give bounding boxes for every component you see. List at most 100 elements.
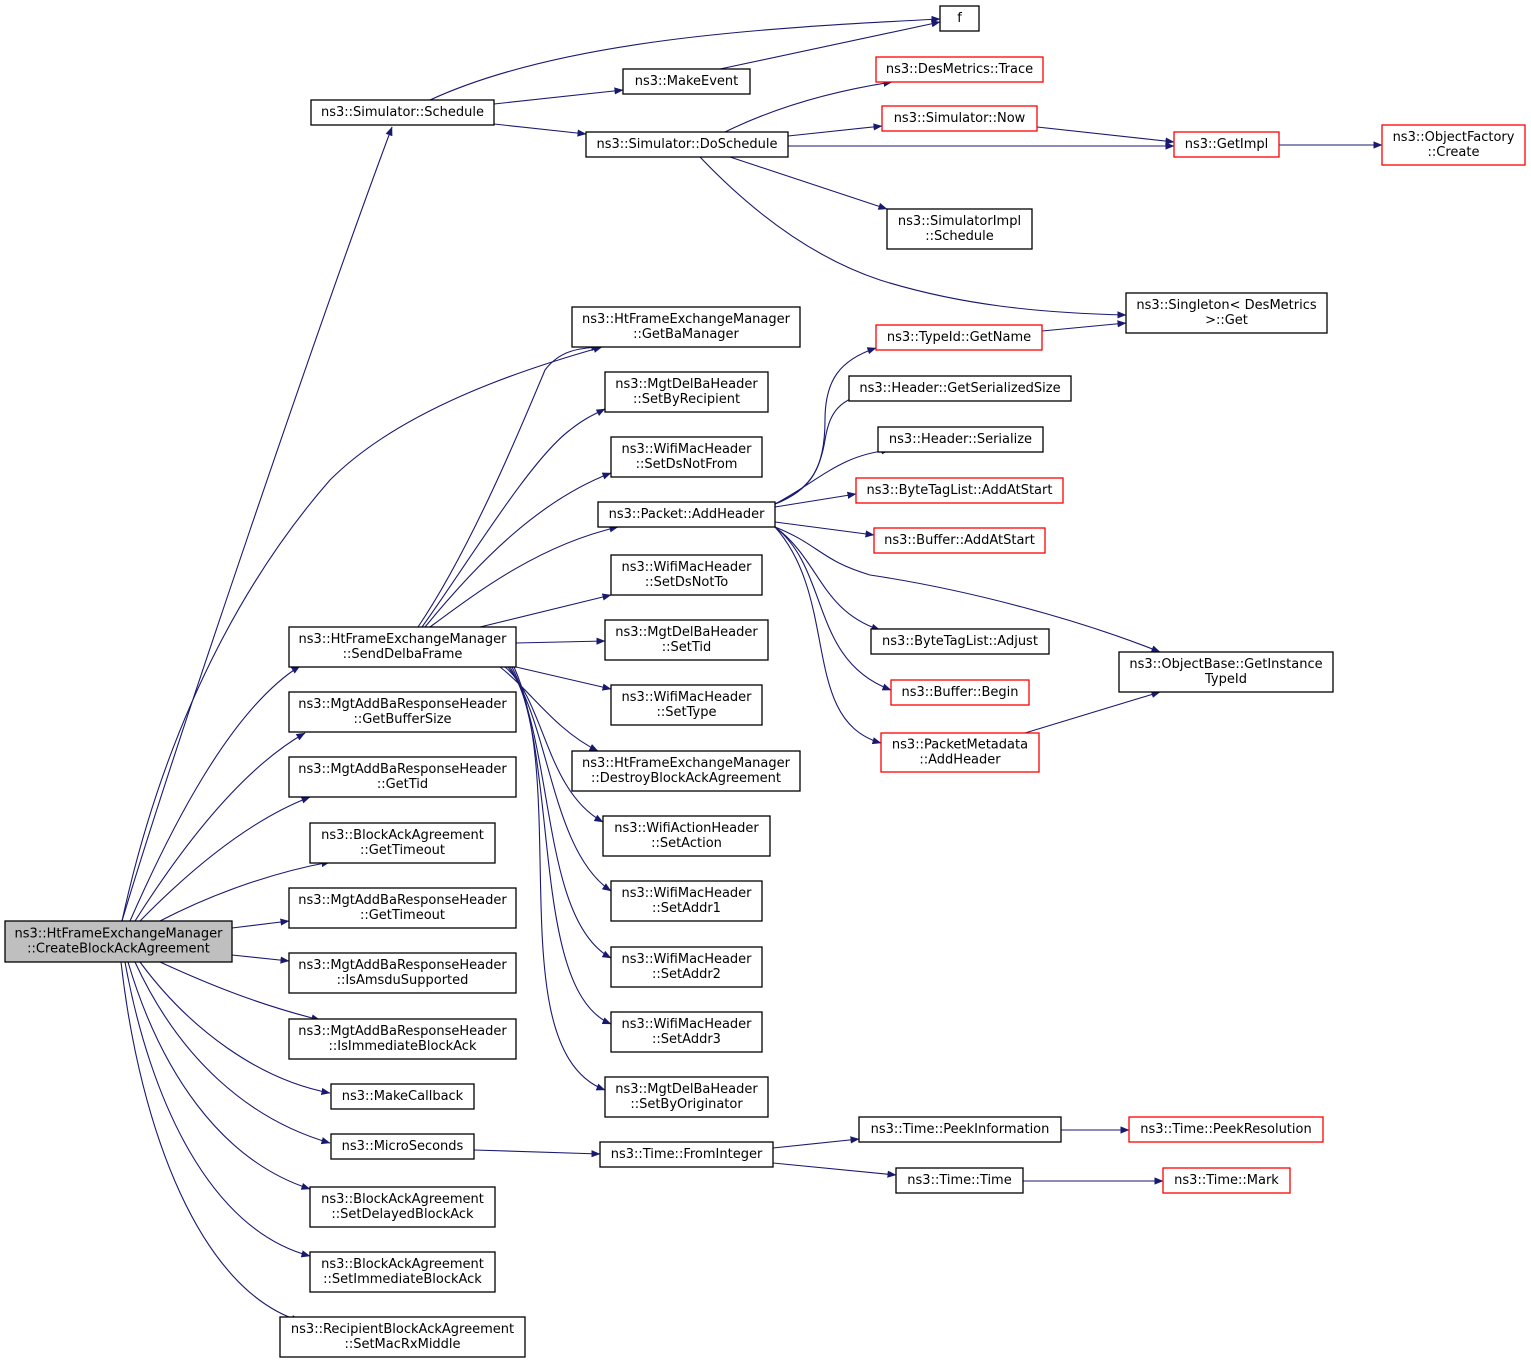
node-packet-addheader[interactable]: ns3::Packet::AddHeader: [597, 501, 776, 528]
node-is-immediate[interactable]: ns3::MgtAddBaResponseHeader::IsImmediate…: [288, 1018, 517, 1060]
edge-send-delba-to-set-ds-not-from: [424, 472, 612, 628]
node-set-by-recipient[interactable]: ns3::MgtDelBaHeader::SetByRecipient: [604, 371, 769, 413]
node-label-line: ::SetAddr2: [652, 967, 721, 982]
node-box: [610, 1011, 763, 1053]
edge-root-to-send-delba: [129, 665, 301, 922]
node-set-tid[interactable]: ns3::MgtDelBaHeader::SetTid: [604, 619, 769, 661]
node-make-callback[interactable]: ns3::MakeCallback: [330, 1083, 475, 1110]
node-make-event[interactable]: ns3::MakeEvent: [622, 68, 751, 95]
node-set-ds-not-from[interactable]: ns3::WifiMacHeader::SetDsNotFrom: [610, 436, 763, 478]
edge-sim-doschedule-to-singleton: [699, 156, 1127, 319]
node-from-integer[interactable]: ns3::Time::FromInteger: [599, 1141, 774, 1168]
edge-sim-doschedule-to-des-trace: [724, 79, 893, 133]
node-set-addr3[interactable]: ns3::WifiMacHeader::SetAddr3: [610, 1011, 763, 1053]
node-label-line: ns3::WifiMacHeader: [621, 690, 752, 705]
node-label-line: ns3::Time::Mark: [1174, 1173, 1279, 1188]
edge-pm-addheader-to-objbase-gettypeid: [1024, 691, 1161, 734]
node-pm-addheader[interactable]: ns3::PacketMetadata::AddHeader: [880, 732, 1040, 773]
node-peek-res[interactable]: ns3::Time::PeekResolution: [1128, 1116, 1324, 1143]
node-sim-now[interactable]: ns3::Simulator::Now: [881, 105, 1038, 132]
node-box: [610, 880, 763, 922]
node-label-line: ns3::ObjectBase::GetInstance: [1129, 657, 1322, 672]
node-label-line: ::SetByOriginator: [630, 1097, 743, 1112]
node-box: [880, 732, 1040, 773]
edge-root-to-resp-get-tid: [139, 796, 311, 922]
node-box: [848, 375, 1072, 402]
node-label-line: ::SetByRecipient: [633, 392, 740, 407]
node-label-line: ns3::MicroSeconds: [342, 1139, 464, 1154]
node-set-by-originator[interactable]: ns3::MgtDelBaHeader::SetByOriginator: [604, 1076, 769, 1118]
node-box: [1128, 1116, 1324, 1143]
node-label-line: ::Schedule: [925, 229, 994, 244]
node-box: [622, 68, 751, 95]
node-sim-schedule[interactable]: ns3::Simulator::Schedule: [310, 99, 495, 126]
node-resp-get-timeout[interactable]: ns3::MgtAddBaResponseHeader::GetTimeout: [288, 887, 517, 929]
node-get-buffer-size[interactable]: ns3::MgtAddBaResponseHeader::GetBufferSi…: [288, 691, 517, 733]
node-box: [330, 1083, 475, 1110]
node-box: [858, 1116, 1062, 1143]
node-sim-doschedule[interactable]: ns3::Simulator::DoSchedule: [585, 131, 789, 158]
node-label-line: ns3::Simulator::Schedule: [321, 105, 484, 120]
node-bytetag-adjust[interactable]: ns3::ByteTagList::Adjust: [870, 628, 1050, 655]
node-peek-info[interactable]: ns3::Time::PeekInformation: [858, 1116, 1062, 1143]
node-set-delayed[interactable]: ns3::BlockAckAgreement::SetDelayedBlockA…: [309, 1186, 496, 1228]
node-des-trace[interactable]: ns3::DesMetrics::Trace: [875, 56, 1044, 83]
node-root[interactable]: ns3::HtFrameExchangeManager::CreateBlock…: [4, 920, 233, 963]
node-microseconds[interactable]: ns3::MicroSeconds: [330, 1133, 475, 1160]
node-box: [873, 527, 1046, 554]
node-label-line: ::SetDsNotFrom: [636, 457, 738, 472]
node-set-immediate[interactable]: ns3::BlockAckAgreement::SetImmediateBloc…: [309, 1251, 496, 1293]
node-box: [310, 99, 495, 126]
node-label-line: ::SetAddr3: [652, 1032, 721, 1047]
node-set-action[interactable]: ns3::WifiActionHeader::SetAction: [602, 815, 771, 857]
node-header-getsersize[interactable]: ns3::Header::GetSerializedSize: [848, 375, 1072, 402]
node-set-ds-not-to[interactable]: ns3::WifiMacHeader::SetDsNotTo: [610, 554, 763, 596]
node-time-time[interactable]: ns3::Time::Time: [895, 1167, 1024, 1194]
node-label-line: ::IsImmediateBlockAck: [329, 1039, 477, 1054]
node-label-line: ::SetTid: [662, 640, 712, 655]
node-set-addr2[interactable]: ns3::WifiMacHeader::SetAddr2: [610, 946, 763, 988]
node-label-line: >::Get: [1205, 313, 1248, 328]
node-get-impl[interactable]: ns3::GetImpl: [1173, 131, 1280, 158]
node-is-amsdu[interactable]: ns3::MgtAddBaResponseHeader::IsAmsduSupp…: [288, 952, 517, 994]
node-bytetag-addatstart[interactable]: ns3::ByteTagList::AddAtStart: [855, 477, 1064, 504]
node-set-addr1[interactable]: ns3::WifiMacHeader::SetAddr1: [610, 880, 763, 922]
node-label-line: ns3::MgtAddBaResponseHeader: [298, 893, 507, 908]
node-box: [604, 371, 769, 413]
node-set-type[interactable]: ns3::WifiMacHeader::SetType: [610, 684, 763, 726]
node-f[interactable]: f: [939, 5, 980, 32]
node-send-delba[interactable]: ns3::HtFrameExchangeManager::SendDelbaFr…: [288, 626, 517, 668]
node-singleton[interactable]: ns3::Singleton< DesMetrics>::Get: [1125, 292, 1328, 334]
node-set-mac-rx[interactable]: ns3::RecipientBlockAckAgreement::SetMacR…: [279, 1316, 526, 1358]
node-label-line: ns3::WifiActionHeader: [614, 821, 759, 836]
edge-send-delba-to-get-ba-manager: [417, 343, 601, 628]
edge-from-integer-to-peek-info: [772, 1136, 860, 1149]
edge-sim-schedule-to-sim-doschedule: [493, 123, 587, 137]
edge-root-to-set-mac-rx: [120, 961, 301, 1322]
edge-packet-addheader-to-buffer-begin: [774, 526, 892, 691]
node-simimpl-schedule[interactable]: ns3::SimulatorImpl::Schedule: [886, 208, 1033, 250]
edge-packet-addheader-to-objbase-gettypeid: [774, 526, 1161, 653]
node-header-serialize[interactable]: ns3::Header::Serialize: [877, 426, 1044, 453]
node-label-line: ::SetType: [657, 705, 717, 720]
node-box: [1162, 1167, 1291, 1194]
node-buffer-begin[interactable]: ns3::Buffer::Begin: [890, 679, 1030, 706]
node-ba-get-timeout[interactable]: ns3::BlockAckAgreement::GetTimeout: [309, 822, 496, 864]
node-label-line: ns3::MgtAddBaResponseHeader: [298, 1024, 507, 1039]
node-box: [279, 1316, 526, 1358]
node-buffer-addatstart[interactable]: ns3::Buffer::AddAtStart: [873, 527, 1046, 554]
node-box: [602, 815, 771, 857]
node-box: [330, 1133, 475, 1160]
node-get-ba-manager[interactable]: ns3::HtFrameExchangeManager::GetBaManage…: [571, 306, 801, 348]
edge-make-event-to-f: [719, 20, 941, 70]
node-label-line: ns3::Time::PeekResolution: [1140, 1122, 1311, 1137]
node-obj-factory[interactable]: ns3::ObjectFactory::Create: [1381, 124, 1526, 166]
node-destroy-ba[interactable]: ns3::HtFrameExchangeManager::DestroyBloc…: [571, 750, 801, 792]
node-time-mark[interactable]: ns3::Time::Mark: [1162, 1167, 1291, 1194]
node-resp-get-tid[interactable]: ns3::MgtAddBaResponseHeader::GetTid: [288, 756, 517, 798]
node-label-line: ::SetAddr1: [652, 901, 721, 916]
node-label-line: ns3::MgtDelBaHeader: [615, 377, 758, 392]
node-typeid-getname[interactable]: ns3::TypeId::GetName: [875, 324, 1043, 351]
node-box: [571, 306, 801, 348]
